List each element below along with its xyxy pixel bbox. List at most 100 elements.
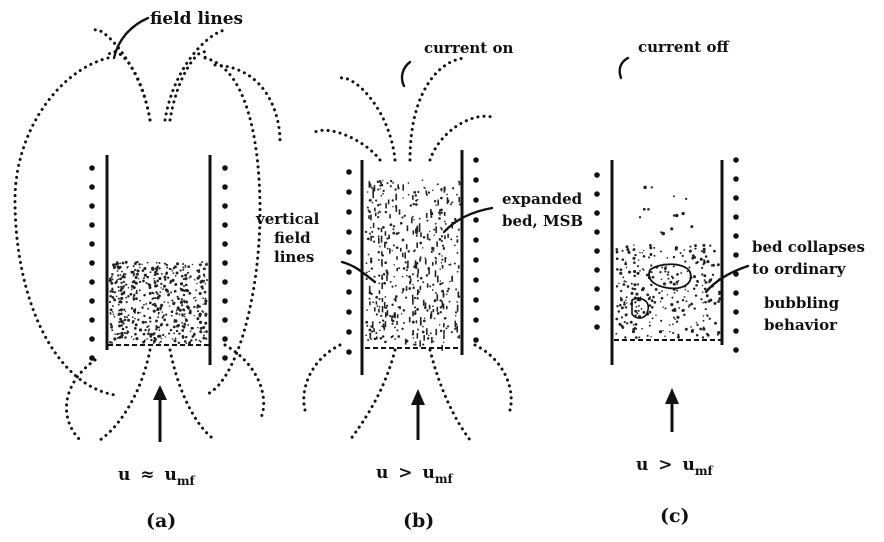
particle [706, 315, 709, 318]
coil-dot [222, 317, 228, 323]
particle [119, 308, 123, 312]
particle [378, 321, 381, 324]
particle [184, 288, 188, 292]
particle [414, 194, 418, 197]
particle [368, 285, 371, 293]
particle [130, 288, 133, 291]
particle [120, 312, 123, 316]
panel-a-field-lines [13, 28, 282, 442]
particle [650, 186, 653, 189]
particle [372, 301, 375, 304]
particle [178, 332, 181, 335]
particle [111, 273, 114, 276]
particle [370, 330, 374, 333]
particle [163, 275, 167, 279]
particle [440, 196, 443, 200]
expanded-bed-label: expanded bed, MSB [502, 190, 587, 230]
particle [703, 279, 706, 282]
particle [375, 295, 379, 299]
particle [392, 181, 395, 184]
particle [402, 267, 406, 270]
coil-dot [89, 279, 95, 285]
particle [688, 266, 691, 269]
particle [414, 310, 417, 315]
field-lines-label: field lines [150, 9, 243, 29]
particle [416, 198, 419, 201]
particle [153, 277, 155, 280]
particle [392, 225, 396, 228]
particle [387, 199, 390, 205]
particle [458, 196, 461, 203]
particle [379, 187, 381, 190]
particle [200, 279, 204, 283]
particle [435, 328, 438, 336]
particle [381, 251, 383, 256]
particle [182, 285, 185, 288]
particle [389, 214, 391, 219]
coil-dot [346, 229, 352, 235]
expanded-bed-leader [442, 206, 494, 234]
coil-dot [473, 277, 479, 283]
particle [201, 310, 203, 312]
particle [181, 329, 185, 332]
particle [392, 232, 395, 235]
particle [417, 328, 419, 331]
particle [677, 279, 680, 282]
particle [444, 258, 447, 263]
particle [117, 274, 120, 277]
particle [456, 304, 459, 312]
particle [120, 331, 124, 335]
particle [671, 296, 674, 299]
particle [691, 329, 694, 332]
particle [384, 312, 387, 318]
particle [665, 265, 667, 268]
particle [415, 203, 418, 206]
particle [411, 294, 414, 300]
particle [198, 320, 203, 324]
particle [438, 238, 442, 241]
particle [404, 339, 407, 344]
particle [136, 260, 139, 264]
coil-dot [222, 241, 228, 247]
particle [147, 282, 150, 286]
particle [702, 315, 705, 317]
particle [622, 276, 625, 279]
particle [624, 336, 627, 339]
particle [378, 308, 380, 313]
coil-dot [222, 279, 228, 285]
particle [394, 312, 396, 319]
particle [449, 203, 452, 206]
particle [432, 308, 435, 313]
particle [653, 254, 656, 257]
particle [148, 301, 152, 305]
particle [372, 187, 374, 193]
particle [380, 183, 384, 187]
particle [158, 294, 161, 298]
coil-dot [89, 165, 95, 171]
particle [444, 235, 446, 240]
particle [367, 339, 370, 342]
particle [368, 215, 370, 219]
particle [382, 225, 385, 229]
particle [381, 259, 383, 266]
particle [154, 270, 157, 274]
particle [384, 340, 387, 344]
particle [436, 294, 439, 301]
particle [108, 279, 112, 283]
coil-dot [346, 329, 352, 335]
particle [392, 205, 394, 208]
particle [718, 300, 721, 302]
particle [456, 235, 459, 238]
particle [430, 209, 432, 215]
particle [626, 322, 629, 325]
particle [139, 266, 141, 269]
particle [110, 324, 113, 327]
particle [443, 334, 445, 339]
particle [121, 261, 125, 265]
particle [431, 289, 434, 291]
particle [108, 300, 112, 304]
coil-dot [733, 347, 739, 353]
particle [175, 271, 179, 275]
particle [379, 329, 381, 332]
particle [431, 247, 434, 251]
